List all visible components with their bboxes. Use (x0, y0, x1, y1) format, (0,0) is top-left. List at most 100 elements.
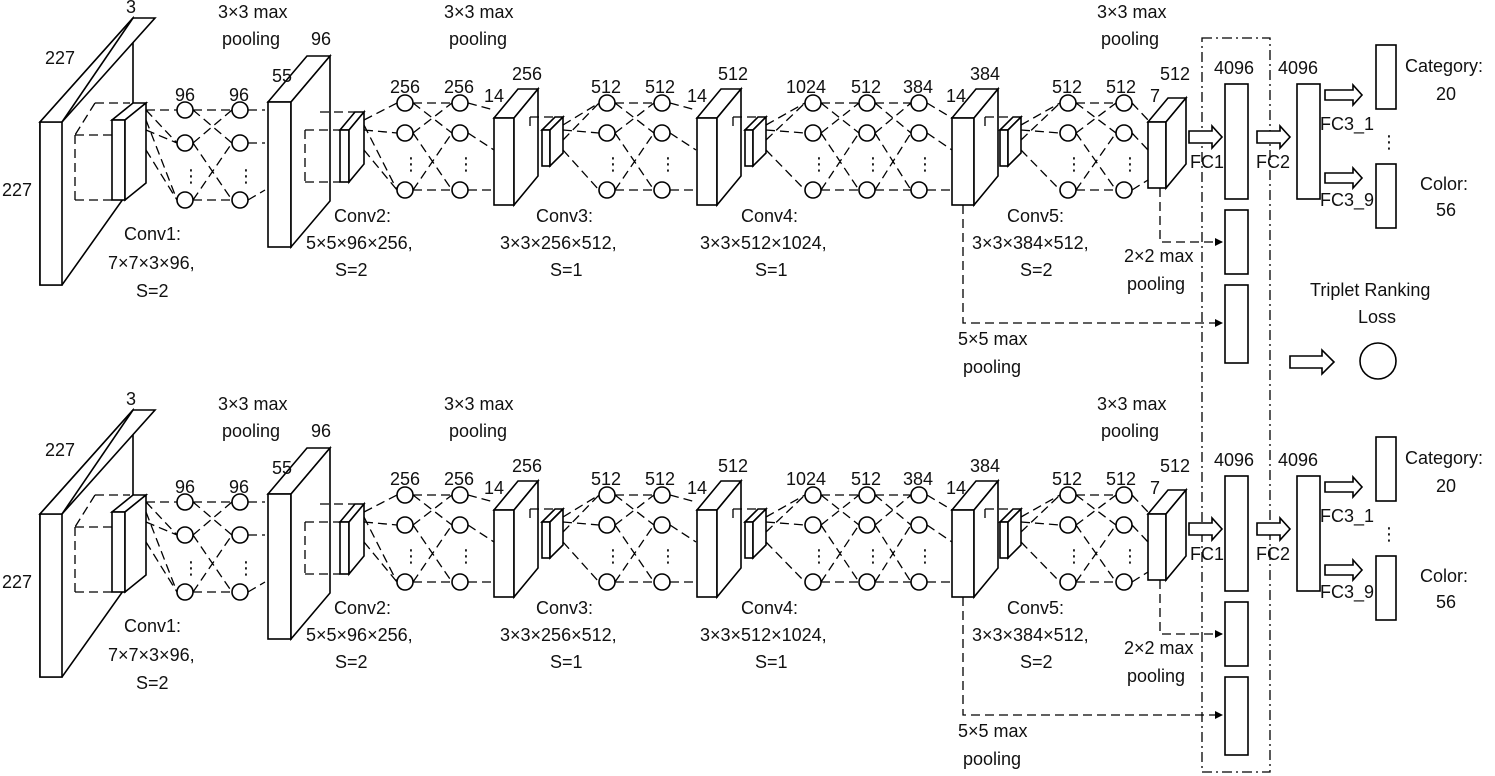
fc2-size-label: 4096 (1278, 58, 1318, 78)
input-height-label: 227 (2, 572, 32, 592)
conv4-nodes: ⋮ ⋮ ⋮ 1024 512 384 (765, 469, 953, 591)
conv4-name: Conv4: (741, 598, 798, 618)
conv4-nodes-mid-label: 512 (851, 77, 881, 97)
svg-text:⋮: ⋮ (916, 546, 934, 566)
input-width-label: 227 (45, 48, 75, 68)
conv4-name: Conv4: (741, 206, 798, 226)
conv4-kernel-label: 3×3×512×1024, (700, 233, 827, 253)
conv3-nodes-in-label: 512 (591, 77, 621, 97)
conv4-block-size: 14 (687, 478, 707, 498)
final-pool-line2: pooling (1101, 421, 1159, 441)
conv1-nodes-out-label: 96 (229, 477, 249, 497)
conv3-kernel (529, 115, 565, 168)
conv1-nodes-out-label: 96 (229, 85, 249, 105)
conv3-name: Conv3: (536, 598, 593, 618)
conv4-block: 512 14 (687, 456, 748, 600)
svg-text:⋮: ⋮ (659, 546, 677, 566)
color-label: Color: (1420, 566, 1468, 586)
fc2-size-label: 4096 (1278, 450, 1318, 470)
pool5x5-line2: pooling (963, 749, 1021, 769)
pool5x5-line1: 5×5 max (958, 329, 1028, 349)
final-block: 512 7 3×3 max pooling (1097, 394, 1190, 583)
fc1-label: FC1 (1190, 152, 1224, 172)
conv2-block-depth: 96 (311, 29, 331, 49)
color-count: 56 (1436, 200, 1456, 220)
conv3-nodes-out-label: 512 (645, 77, 675, 97)
network-bottom: 3 227 227 ⋮ ⋮ 96 96 Conv1: (2, 389, 1483, 769)
pool2x2-line2: pooling (1127, 274, 1185, 294)
fc2-vector (1296, 83, 1321, 200)
conv4-stride: S=1 (755, 260, 788, 280)
conv4-kernel (732, 115, 768, 168)
conv4-nodes-in-label: 1024 (786, 469, 826, 489)
svg-text:⋮: ⋮ (1065, 546, 1083, 566)
conv2-block: 96 55 3×3 max pooling (218, 2, 332, 250)
color-count: 56 (1436, 592, 1456, 612)
final-block-depth: 512 (1160, 456, 1190, 476)
fc1-vector (1224, 475, 1249, 592)
conv5-nodes-out-label: 512 (1106, 469, 1136, 489)
conv2-nodes-in-label: 256 (390, 469, 420, 489)
conv5-nodes: ⋮ ⋮ 512 512 (1020, 77, 1149, 199)
category-output (1375, 436, 1397, 502)
fc2-label: FC2 (1256, 544, 1290, 564)
triplet-loss-line1: Triplet Ranking (1310, 280, 1430, 300)
pool5x5-line2: pooling (963, 357, 1021, 377)
conv3-nodes: ⋮ ⋮ 512 512 (562, 469, 697, 591)
conv2-nodes-out-label: 256 (444, 77, 474, 97)
conv5-block-size: 14 (946, 86, 966, 106)
svg-text:⋮: ⋮ (1065, 154, 1083, 174)
svg-text:⋮: ⋮ (1121, 154, 1139, 174)
conv3-pool-line1: 3×3 max (444, 394, 514, 414)
conv2-block: 96 55 3×3 max pooling (218, 394, 332, 642)
pool5x5-line1: 5×5 max (958, 721, 1028, 741)
conv1-kernel (74, 493, 149, 594)
conv2-name: Conv2: (334, 598, 391, 618)
conv2-pool-line1: 3×3 max (218, 2, 288, 22)
conv5-kernel (984, 115, 1023, 168)
conv2-nodes-in-label: 256 (390, 77, 420, 97)
category-count: 20 (1436, 476, 1456, 496)
conv3-kernel-label: 3×3×256×512, (500, 625, 617, 645)
input-height-label: 227 (2, 180, 32, 200)
final-block: 512 7 3×3 max pooling (1097, 2, 1190, 191)
conv4-nodes-out-label: 384 (903, 77, 933, 97)
category-label: Category: (1405, 56, 1483, 76)
final-block-size: 7 (1150, 86, 1160, 106)
conv4-block-size: 14 (687, 86, 707, 106)
loss-arrow (1289, 348, 1336, 376)
fc3-1-label: FC3_1 (1320, 506, 1374, 527)
svg-text:⋮: ⋮ (604, 154, 622, 174)
conv1-nodes: ⋮ ⋮ 96 96 (145, 477, 266, 601)
loss-circle (1359, 342, 1397, 380)
fc3-ellipsis: ⋮ (1380, 524, 1398, 544)
input-volume: 3 227 227 (2, 0, 157, 286)
fc3-9-label: FC3_9 (1320, 582, 1374, 603)
conv3-nodes-in-label: 512 (591, 469, 621, 489)
svg-text:⋮: ⋮ (237, 558, 255, 578)
fc1-arrow: FC1 (1188, 515, 1224, 564)
color-output (1375, 555, 1397, 621)
conv1-kernel (74, 101, 149, 202)
conv3-kernel-label: 3×3×256×512, (500, 233, 617, 253)
conv2-kernel (304, 109, 366, 185)
fc3-1-label: FC3_1 (1320, 114, 1374, 135)
conv3-kernel (529, 507, 565, 560)
conv2-kernel (304, 501, 366, 577)
pool2x2-vector (1224, 601, 1249, 667)
conv1-kernel-label: 7×7×3×96, (108, 253, 195, 273)
conv2-kernel-label: 5×5×96×256, (306, 233, 413, 253)
conv5-name: Conv5: (1007, 598, 1064, 618)
fc1-size-label: 4096 (1214, 58, 1254, 78)
final-pool-line1: 3×3 max (1097, 394, 1167, 414)
conv5-stride: S=2 (1020, 260, 1053, 280)
conv5-nodes: ⋮ ⋮ 512 512 (1020, 469, 1149, 591)
color-label: Color: (1420, 174, 1468, 194)
input-depth-label: 3 (126, 0, 136, 17)
conv5-nodes-in-label: 512 (1052, 77, 1082, 97)
conv4-kernel (732, 507, 768, 560)
svg-text:⋮: ⋮ (864, 154, 882, 174)
svg-text:⋮: ⋮ (237, 166, 255, 186)
conv5-block-size: 14 (946, 478, 966, 498)
conv5-kernel-label: 3×3×384×512, (972, 233, 1089, 253)
